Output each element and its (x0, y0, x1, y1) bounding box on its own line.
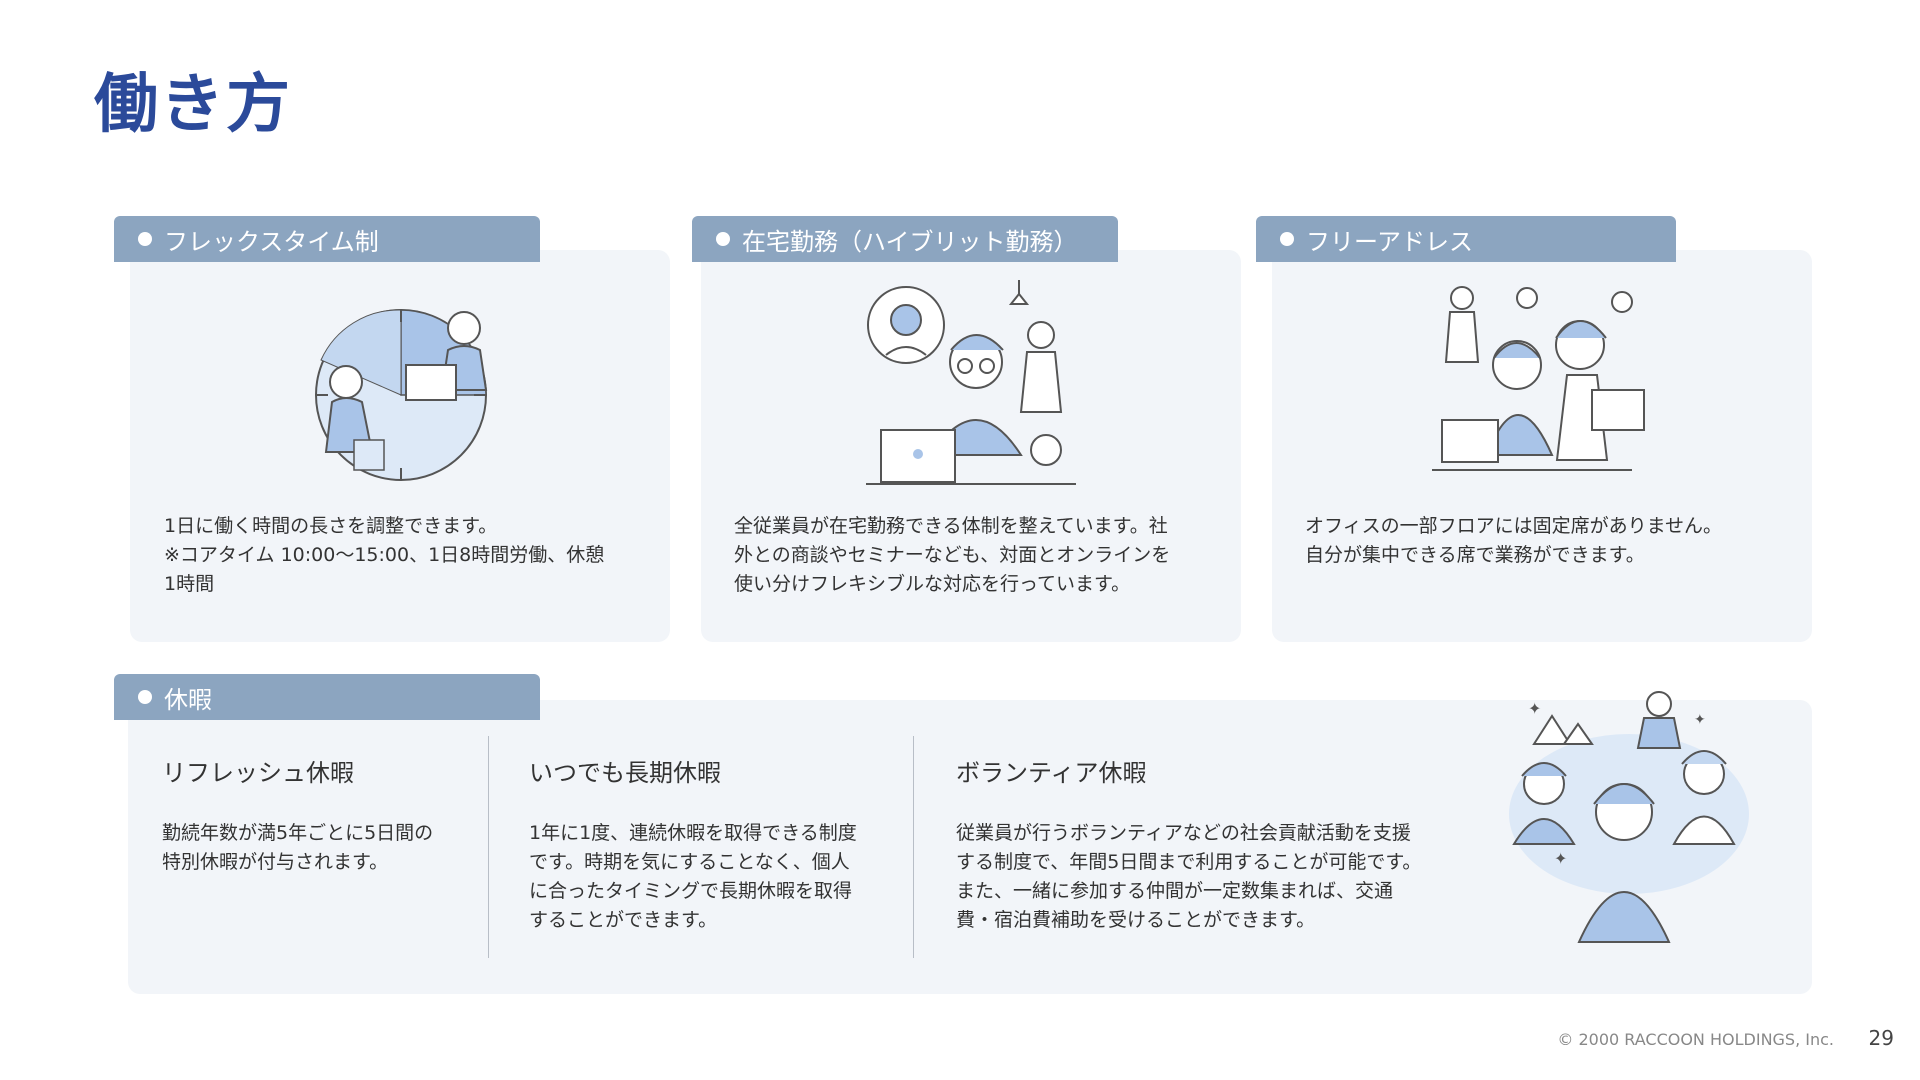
tag-remote-work-label: 在宅勤務（ハイブリット勤務） (742, 227, 1078, 256)
bullet-dot-icon (716, 232, 730, 246)
vacation-volunteer-heading: ボランティア休暇 (956, 759, 1147, 787)
tag-flextime: フレックスタイム制 (114, 216, 540, 262)
vacation-long-term-text: 1年に1度、連続休暇を取得できる制度 です。時期を気にすることなく、個人 に合っ… (529, 822, 857, 932)
tag-remote-work: 在宅勤務（ハイブリット勤務） (692, 216, 1118, 262)
bullet-dot-icon (138, 232, 152, 246)
card-remote-work-text: 全従業員が在宅勤務できる体制を整えています。社 外との商談やセミナーなども、対面… (734, 515, 1171, 595)
vacation-volunteer: ボランティア休暇 従業員が行うボランティアなどの社会貢献活動を支援 する制度で、… (956, 758, 1496, 935)
vacation-long-term-heading: いつでも長期休暇 (529, 759, 721, 787)
vacation-travel-illustration: ✦ ✦ ✦ (1509, 691, 1749, 943)
clock-workers-illustration (315, 309, 488, 481)
card-flextime-text: 1日に働く時間の長さを調整できます。 ※コアタイム 10:00〜15:00、1日… (164, 515, 605, 595)
page-number: 29 (1868, 1026, 1894, 1050)
column-divider (913, 736, 914, 958)
card-free-address: オフィスの一部フロアには固定席がありません。 自分が集中できる席で業務ができます… (1272, 250, 1812, 642)
bullet-dot-icon (138, 690, 152, 704)
svg-text:✦: ✦ (1528, 699, 1541, 718)
vacation-refresh-text: 勤続年数が満5年ごとに5日間の 特別休暇が付与されます。 (162, 822, 434, 874)
office-team-illustration (1432, 286, 1645, 471)
footer-copyright: © 2000 RACCOON HOLDINGS, Inc. (1557, 1030, 1834, 1049)
card-remote-work: 全従業員が在宅勤務できる体制を整えています。社 外との商談やセミナーなども、対面… (701, 250, 1241, 642)
svg-text:✦: ✦ (1554, 849, 1567, 868)
page-title: 働き方 (94, 68, 292, 142)
vacation-volunteer-text: 従業員が行うボランティアなどの社会貢献活動を支援 する制度で、年間5日間まで利用… (956, 822, 1422, 932)
column-divider (488, 736, 489, 958)
vacation-refresh-heading: リフレッシュ休暇 (162, 759, 354, 787)
tag-free-address-label: フリーアドレス (1306, 227, 1474, 256)
tag-vacation-label: 休暇 (164, 685, 212, 714)
tag-free-address: フリーアドレス (1256, 216, 1676, 262)
svg-text:✦: ✦ (1694, 712, 1706, 728)
card-free-address-text: オフィスの一部フロアには固定席がありません。 自分が集中できる席で業務ができます… (1305, 515, 1723, 566)
bullet-dot-icon (1280, 232, 1294, 246)
vacation-long-term: いつでも長期休暇 1年に1度、連続休暇を取得できる制度 です。時期を気にすること… (529, 758, 909, 935)
tag-vacation: 休暇 (114, 674, 540, 720)
remote-work-illustration (866, 280, 1076, 485)
vacation-refresh: リフレッシュ休暇 勤続年数が満5年ごとに5日間の 特別休暇が付与されます。 (162, 758, 482, 877)
tag-flextime-label: フレックスタイム制 (164, 227, 379, 256)
card-flextime: 1日に働く時間の長さを調整できます。 ※コアタイム 10:00〜15:00、1日… (130, 250, 670, 642)
